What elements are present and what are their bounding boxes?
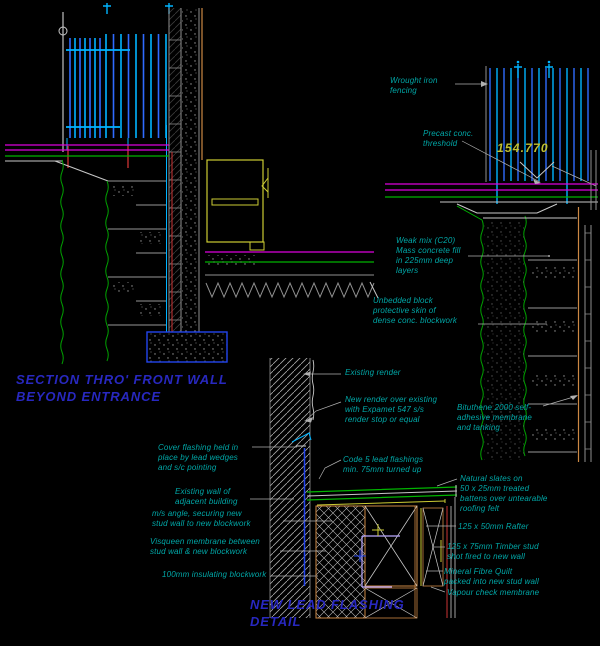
label-existing-wall: Existing wall of adjacent building xyxy=(175,487,238,506)
level-marker xyxy=(519,161,597,187)
label-wrought-iron: Wrought iron fencing xyxy=(390,76,438,95)
label-unbedded: Unbedded block protective skin of dense … xyxy=(373,296,458,325)
label-existing-render: Existing render xyxy=(345,368,401,377)
label-new-render: New render over existing with Expamet 54… xyxy=(345,395,438,424)
right-threshold xyxy=(385,150,598,214)
label-cover-flashing: Cover flashing held in place by lead wed… xyxy=(158,443,239,472)
fence-post-finial xyxy=(58,26,68,36)
label-code5: Code 5 lead flashings min. 75mm turned u… xyxy=(343,455,424,474)
ground-squiggle xyxy=(480,219,484,461)
leader-lines xyxy=(250,81,578,593)
insulating-blockwork xyxy=(315,505,366,619)
title-detail: NEW LEAD FLASHING DETAIL xyxy=(250,597,405,629)
label-rafter: 125 x 50mm Rafter xyxy=(458,522,529,531)
label-visqueen: Visqueen membrane between stud wall & ne… xyxy=(150,537,260,556)
label-precast: Precast conc. threshold xyxy=(423,129,474,148)
left-masonry-column xyxy=(166,8,203,332)
hardcore-zigzag xyxy=(205,281,375,299)
existing-wall xyxy=(269,358,315,618)
label-mineral-quilt: Mineral Fibre Quilt packed into new stud… xyxy=(444,567,539,586)
paving-layers xyxy=(205,251,379,299)
left-blockwork xyxy=(60,159,166,365)
ground-squiggle xyxy=(60,159,64,365)
ground-squiggle xyxy=(105,180,109,362)
title-section: SECTION THRO' FRONT WALL BEYOND ENTRANCE xyxy=(16,372,228,404)
label-ms-angle: m/s angle, securing new stud wall to new… xyxy=(152,509,251,528)
vapour-membrane-line xyxy=(361,535,400,588)
label-insulating: 100mm insulating blockwork xyxy=(162,570,267,579)
right-wall xyxy=(456,205,592,462)
left-fence xyxy=(58,3,173,168)
roof-layers xyxy=(306,485,458,506)
label-timber-stud: 125 x 75mm Timber stud shot fired to new… xyxy=(447,542,539,561)
left-footing xyxy=(146,331,228,363)
planter-box xyxy=(206,159,269,251)
stud-wall-rafters xyxy=(354,497,456,619)
label-natural-slates: Natural slates on 50 x 25mm treated batt… xyxy=(460,474,548,513)
left-ledge xyxy=(5,144,169,182)
label-weak-mix: Weak mix (C20) Mass concrete fill in 225… xyxy=(396,236,461,275)
label-bituthene: Bituthene 2000 self- adhesive membrane a… xyxy=(457,403,533,432)
label-vapour: Vapour check membrane xyxy=(447,588,540,597)
label-level-value: 154.770 xyxy=(497,141,549,155)
right-fence xyxy=(485,60,589,204)
